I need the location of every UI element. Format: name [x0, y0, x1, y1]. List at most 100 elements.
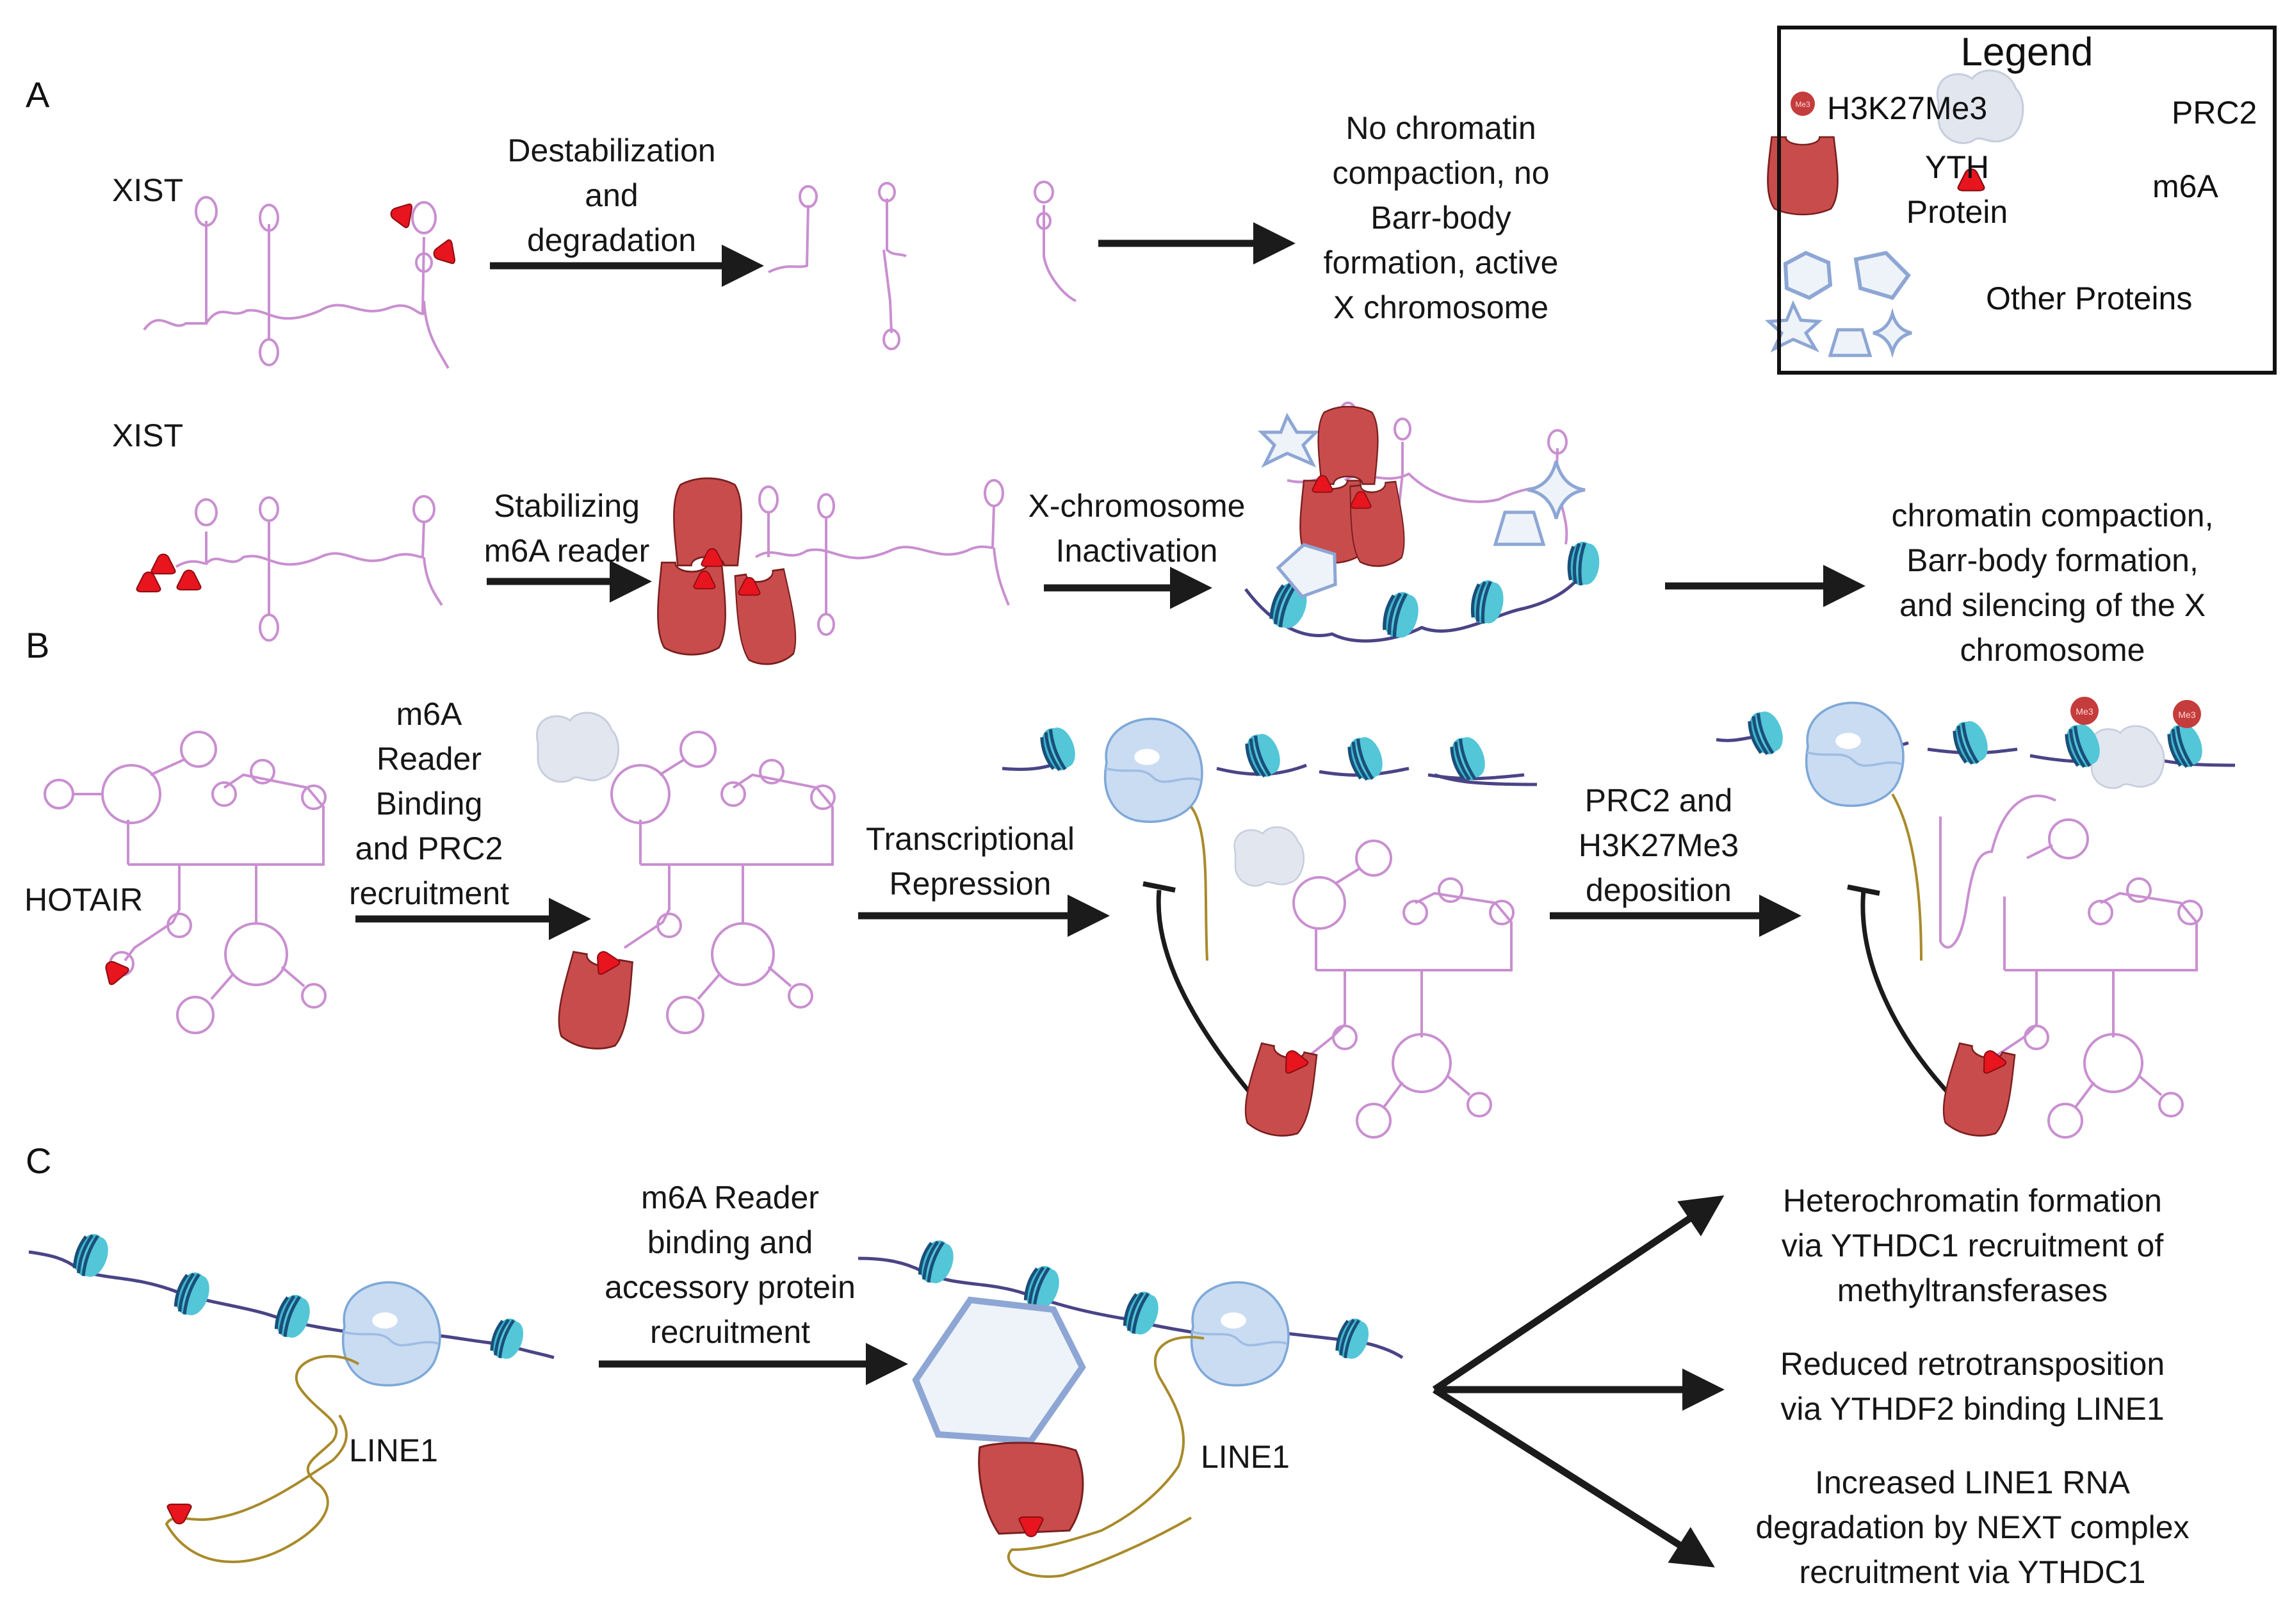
label-line: Repression [889, 866, 1052, 902]
step-label-inactivation: X-chromosome Inactivation [1002, 483, 1271, 573]
nucleosome [1744, 707, 1789, 759]
nucleosome [1566, 540, 1601, 587]
step-label-stabilizing: Stabilizing m6A reader [471, 483, 663, 573]
label-line: and silencing of the X [1899, 587, 2206, 623]
xist-rna-intact [143, 196, 450, 369]
label-line: binding and [647, 1224, 813, 1260]
legend-pentagon-icon [1853, 250, 1911, 300]
nucleosome [1949, 717, 1994, 768]
other-protein-star [1257, 412, 1321, 468]
prc2-complex [535, 711, 620, 783]
label-line: degradation [526, 222, 697, 258]
label-line: deposition [1586, 872, 1732, 908]
legend-me3-glyph: Me3 [1795, 100, 1810, 109]
nucleosome [1119, 1287, 1164, 1339]
label-line: m6A [396, 696, 462, 732]
nascent-transcript [1190, 806, 1208, 961]
rna-label-line1: LINE1 [349, 1433, 438, 1468]
yth-protein [656, 562, 727, 656]
step-label-deposition: PRC2 and H3K27Me3 deposition [1550, 778, 1768, 913]
legend-label-h3k27me3: H3K27Me3 [1827, 90, 1988, 126]
panel-label-a: A [26, 74, 50, 115]
legend-sparkle-icon [1873, 307, 1912, 359]
panel-b: Me3 Me3 [44, 697, 2236, 1142]
outcome-active-x: No chromatin compaction, no Barr-body fo… [1287, 106, 1595, 330]
line1-chromatin-before [28, 1230, 555, 1563]
step-label-accessory: m6A Reader binding and accessory protein… [564, 1175, 897, 1354]
label-line: m6A reader [484, 533, 650, 569]
legend-label-prc2: PRC2 [2172, 95, 2257, 131]
m6a-mark [1018, 1516, 1044, 1538]
hotair-rna-bound [610, 731, 836, 1034]
label-line: compaction, no [1332, 155, 1550, 191]
label-line: Heterochromatin formation [1783, 1183, 2162, 1219]
step-label-repression: Transcriptional Repression [836, 816, 1105, 906]
rna-label-xist: XIST [112, 172, 184, 208]
panel-label-b: B [26, 625, 50, 665]
other-protein-pentagon [1276, 542, 1337, 599]
hotair-rna [44, 731, 327, 1034]
panel-label-c: C [26, 1141, 52, 1181]
yth-protein [731, 567, 801, 669]
label-line: m6A Reader [641, 1180, 819, 1215]
label-line: Barr-body formation, [1906, 542, 2199, 578]
nucleosome [69, 1230, 114, 1281]
label-line: Stabilizing [494, 488, 640, 524]
label-line: Destabilization [507, 133, 716, 168]
line1-transcript [1007, 1336, 1205, 1578]
legend-label-m6a: m6A [2152, 168, 2218, 204]
nascent-transcript [1891, 793, 1922, 961]
yth-protein [553, 950, 637, 1055]
rna-polymerase [1190, 1281, 1290, 1387]
h3k27me3-label: Me3 [2178, 710, 2195, 720]
label-line: and [585, 177, 638, 213]
h3k27me3-label: Me3 [2076, 706, 2093, 717]
inhibition-arrow [1860, 889, 1955, 1100]
label-line: PRC2 and [1584, 783, 1733, 818]
prc2-complex [1233, 826, 1305, 887]
step-label-reader-binding: m6A Reader Binding and PRC2 recruitment [327, 692, 532, 916]
label-line: YTH [1925, 149, 1989, 185]
legend-hexagon-icon [1783, 250, 1833, 300]
yth-protein [978, 1441, 1084, 1535]
rna-polymerase [1103, 717, 1203, 824]
rna-label-hotair: HOTAIR [24, 882, 143, 918]
panel-c [28, 1195, 1725, 1578]
rna-label-line1: LINE1 [1201, 1439, 1290, 1475]
yth-protein [1937, 1041, 2019, 1142]
nucleosome [170, 1268, 215, 1320]
legend: Legend H3K27Me3 PRC2 YTH Protein m6A Oth… [1777, 26, 2277, 375]
label-line: chromosome [1960, 632, 2145, 668]
m6a-mark [136, 571, 161, 592]
label-line: Reduced retrotransposition [1780, 1346, 2165, 1382]
nucleosome [1468, 578, 1506, 627]
step-label-destabilization: Destabilization and degradation [477, 128, 746, 263]
label-line: Binding [375, 786, 483, 822]
h3k27me3-mark [2070, 697, 2099, 725]
label-line: No chromatin [1345, 110, 1536, 146]
yth-protein [1317, 405, 1379, 485]
outcome-degradation: Increased LINE1 RNA degradation by NEXT … [1710, 1460, 2235, 1595]
inhibition-arrow [1156, 889, 1254, 1097]
label-line: degradation by NEXT complex [1755, 1509, 2190, 1545]
legend-h3k27me3-icon [1791, 92, 1815, 116]
yth-protein [1239, 1041, 1321, 1142]
compacted-chromatin [1244, 402, 1601, 642]
line1-transcript [165, 1354, 360, 1563]
legend-star-icon [1764, 300, 1823, 353]
h3k27me3-mark [2173, 700, 2201, 728]
xist-rna-stabilized [754, 479, 1010, 636]
other-protein-sparkle [1527, 460, 1586, 519]
nucleosome [1379, 589, 1423, 642]
label-line: Barr-body [1370, 200, 1511, 236]
legend-shapes: Me3 [1764, 69, 2024, 359]
panel-a [136, 181, 1865, 669]
legend-label-yth: YTH Protein [1893, 145, 2021, 234]
label-line: chromatin compaction, [1891, 498, 2214, 533]
m6a-mark [388, 200, 413, 229]
legend-trapezoid-icon [1828, 328, 1873, 357]
label-line: Protein [1906, 194, 2008, 230]
legend-label-other-proteins: Other Proteins [1986, 280, 2193, 316]
accessory-protein-hexagon [912, 1296, 1086, 1445]
